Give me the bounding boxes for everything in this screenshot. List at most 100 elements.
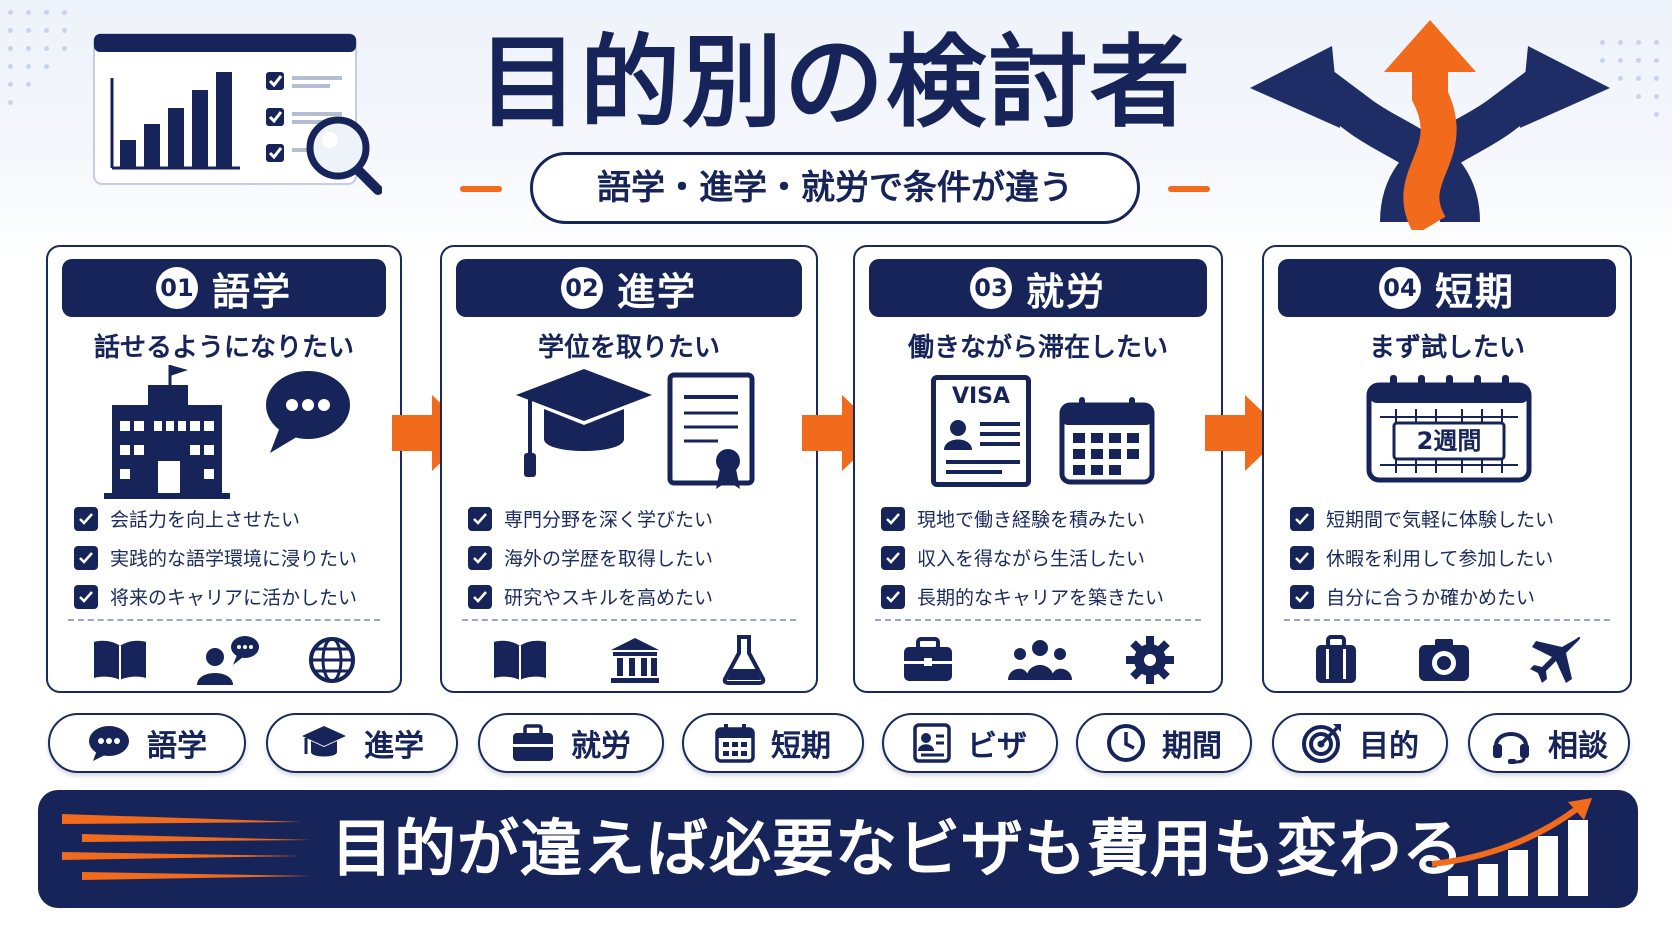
dot-grid-right — [1600, 40, 1670, 150]
calendar-icon — [1059, 397, 1155, 485]
checkbox-icon — [881, 584, 905, 609]
person-chat-icon — [196, 636, 259, 685]
calendar-period-label: 2週間 — [1416, 427, 1482, 455]
divider — [1284, 619, 1610, 621]
list-item: 長期的なキャリアを築きたい — [881, 577, 1211, 616]
briefcase-icon — [904, 637, 952, 681]
list-item: 海外の学歴を取得したい — [468, 538, 806, 577]
visa-card-icon: VISA — [931, 375, 1031, 487]
list-item: 研究やスキルを高めたい — [468, 577, 806, 616]
chip-purpose[interactable]: 目的 — [1272, 713, 1448, 773]
chip-consult[interactable]: 相談 — [1468, 713, 1630, 773]
card-title: 就労 — [1025, 269, 1106, 314]
card-subtitle: 学位を取りたい — [537, 333, 720, 363]
subtitle-group: 語学・進学・就労で条件が違う — [460, 152, 1210, 224]
flask-icon — [722, 635, 765, 685]
page-title: 目的別の検討者 — [478, 24, 1192, 141]
card-title: 進学 — [616, 269, 697, 314]
briefcase-icon — [513, 724, 553, 761]
card-number: 04 — [1378, 267, 1421, 309]
checkbox-icon — [1290, 506, 1314, 531]
checkbox-icon — [74, 545, 98, 570]
card-footer-icons — [442, 632, 816, 688]
chip-language[interactable]: 語学 — [48, 713, 246, 773]
checkbox-icon — [74, 584, 98, 609]
checkbox-icon — [468, 506, 492, 531]
list-item: 自分に合うか確かめたい — [1290, 577, 1620, 616]
people-icon — [1008, 640, 1072, 680]
calendar-frame — [1366, 375, 1532, 483]
checkbox-icon — [1290, 584, 1314, 609]
card-title: 短期 — [1434, 269, 1515, 314]
growth-bars-icon — [1431, 798, 1592, 896]
id-card-icon — [913, 723, 951, 763]
check-list: 現地で働き経験を積みたい 収入を得ながら生活したい 長期的なキャリアを築きたい — [881, 499, 1211, 616]
target-icon — [1302, 724, 1341, 763]
card-header: 02 進学 — [456, 259, 802, 317]
calendar-icon — [715, 724, 755, 763]
checkbox-icon — [881, 545, 905, 570]
card-header: 01 語学 — [62, 259, 386, 317]
subtitle-pill: 語学・進学・就労で条件が違う — [530, 152, 1140, 224]
divider — [875, 619, 1201, 621]
check-list: 短期間で気軽に体験したい 休暇を利用して参加したい 自分に合うか確かめたい — [1290, 499, 1620, 616]
globe-icon — [309, 637, 356, 683]
dot-grid-left — [8, 10, 88, 130]
school-building-icon — [104, 365, 230, 499]
card-footer-icons — [1264, 632, 1630, 688]
visa-label: VISA — [951, 384, 1011, 409]
school-speech-illustration — [104, 365, 350, 499]
book-icon — [494, 640, 547, 680]
divider — [462, 619, 796, 621]
chip-study[interactable]: 進学 — [266, 713, 458, 773]
checkbox-icon — [1290, 545, 1314, 570]
conclusion-banner: 目的が違えば必要なビザも費用も変わる — [38, 790, 1638, 908]
subtitle-dash-left — [460, 186, 502, 192]
card-subtitle: 働きながら滞在したい — [907, 333, 1168, 363]
chip-short-term[interactable]: 短期 — [682, 713, 864, 773]
branching-arrows-icon — [1250, 20, 1610, 230]
graduation-cap-icon — [302, 726, 346, 757]
purpose-card-short-term: 04 短期 まず試したい 2週間 短期間で気軽に体験したい 休暇を利用して参加し… — [1262, 245, 1632, 693]
clock-icon — [1107, 724, 1145, 762]
list-item: 収入を得ながら生活したい — [881, 538, 1211, 577]
list-item: 将来のキャリアに活かしたい — [74, 577, 390, 616]
card-subtitle: 話せるようになりたい — [93, 333, 354, 363]
graduation-cap-icon — [516, 369, 652, 477]
subtitle-dash-right — [1168, 186, 1210, 192]
speech-bubble-icon — [89, 726, 129, 761]
person-id-icon — [944, 420, 1020, 474]
list-item: 専門分野を深く学びたい — [468, 499, 806, 538]
checkbox-icon — [468, 545, 492, 570]
calendar-2weeks-icon: 2週間 — [1366, 373, 1532, 483]
banner-text: 目的が違えば必要なビザも費用も変わる — [330, 812, 1465, 885]
chip-period[interactable]: 期間 — [1076, 713, 1252, 773]
chip-visa[interactable]: ビザ — [882, 713, 1058, 773]
institution-icon — [610, 638, 659, 683]
checkbox-icon — [881, 506, 905, 531]
book-icon — [93, 640, 146, 680]
card-footer-icons — [855, 632, 1221, 688]
list-item: 現地で働き経験を積みたい — [881, 499, 1211, 538]
card-footer-icons — [48, 632, 400, 688]
card-header: 04 短期 — [1278, 259, 1616, 317]
card-number: 03 — [969, 267, 1012, 309]
check-list: 会話力を向上させたい 実践的な語学環境に浸りたい 将来のキャリアに活かしたい — [74, 499, 390, 616]
gear-icon — [1126, 636, 1174, 684]
checkbox-icon — [74, 506, 98, 531]
checkbox-icon — [468, 584, 492, 609]
card-number: 02 — [560, 267, 603, 309]
speed-lines-icon — [62, 814, 312, 880]
suitcase-icon — [1316, 635, 1357, 683]
card-title: 語学 — [211, 269, 292, 314]
list-item: 会話力を向上させたい — [74, 499, 390, 538]
airplane-icon — [1529, 636, 1580, 683]
chip-work[interactable]: 就労 — [478, 713, 664, 773]
camera-icon — [1418, 639, 1469, 681]
card-subtitle: まず試したい — [1368, 333, 1525, 363]
check-list: 専門分野を深く学びたい 海外の学歴を取得したい 研究やスキルを高めたい — [468, 499, 806, 616]
card-header: 03 就労 — [869, 259, 1207, 317]
list-item: 休暇を利用して参加したい — [1290, 538, 1620, 577]
certificate-icon — [667, 372, 755, 489]
list-item: 実践的な語学環境に浸りたい — [74, 538, 390, 577]
